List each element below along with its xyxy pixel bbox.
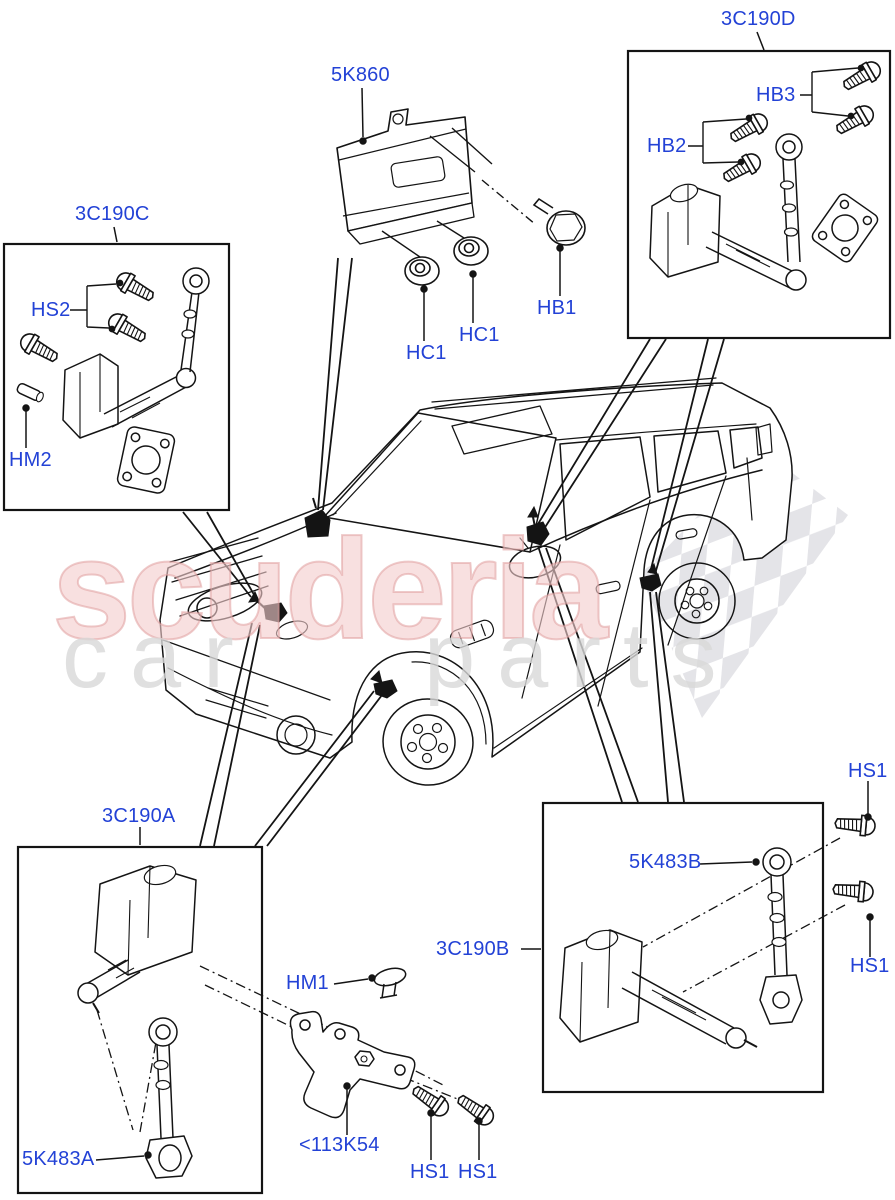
callout-hm1[interactable]: HM1 <box>286 972 329 994</box>
kit-a-content <box>77 864 197 1179</box>
kit-boxes <box>2 49 892 1195</box>
callout-hs1-bottom-left[interactable]: HS1 <box>410 1161 450 1183</box>
grommet-hc1-left <box>404 256 440 286</box>
box-3c190d <box>626 49 892 340</box>
label-leader-lines <box>22 31 874 1161</box>
box-3c190b <box>541 801 825 1094</box>
bracket-group <box>199 965 499 1131</box>
callout-5k483b[interactable]: 5K483B <box>629 851 702 873</box>
kit-b-content <box>559 837 846 1049</box>
bolt-hb1-drawing <box>532 197 586 246</box>
callout-3c190c[interactable]: 3C190C <box>75 203 150 225</box>
callout-5k483a[interactable]: 5K483A <box>22 1148 95 1170</box>
callout-113k54[interactable]: <113K54 <box>299 1134 380 1156</box>
kit-d-content <box>649 57 885 291</box>
callout-hs1-right-top[interactable]: HS1 <box>848 760 888 782</box>
pointer-lines <box>182 257 725 847</box>
checkered-flag-watermark <box>640 450 848 718</box>
kit-c-content <box>16 267 210 494</box>
callout-hs2[interactable]: HS2 <box>31 299 71 321</box>
callout-hb2[interactable]: HB2 <box>647 135 687 157</box>
box-3c190a <box>16 845 264 1195</box>
callout-5k860[interactable]: 5K860 <box>331 64 390 86</box>
callout-hc1-right[interactable]: HC1 <box>459 324 500 346</box>
box-3c190c <box>2 242 231 512</box>
screw-hs1-right-bottom <box>831 878 875 904</box>
callout-3c190d[interactable]: 3C190D <box>721 8 796 30</box>
callout-hb3[interactable]: HB3 <box>756 84 796 106</box>
callout-3c190a[interactable]: 3C190A <box>102 805 176 827</box>
callout-hc1-left[interactable]: HC1 <box>406 342 447 364</box>
vehicle-illustration <box>159 377 793 786</box>
module-5k860-drawing <box>336 108 536 258</box>
callout-3c190b[interactable]: 3C190B <box>436 938 510 960</box>
callout-hb1[interactable]: HB1 <box>537 297 577 319</box>
callout-hs1-right-bottom[interactable]: HS1 <box>850 955 890 977</box>
callout-hm2[interactable]: HM2 <box>9 449 52 471</box>
callout-hs1-bottom-right[interactable]: HS1 <box>458 1161 498 1183</box>
grommet-hc1-right <box>453 236 489 266</box>
location-markers <box>248 497 662 699</box>
